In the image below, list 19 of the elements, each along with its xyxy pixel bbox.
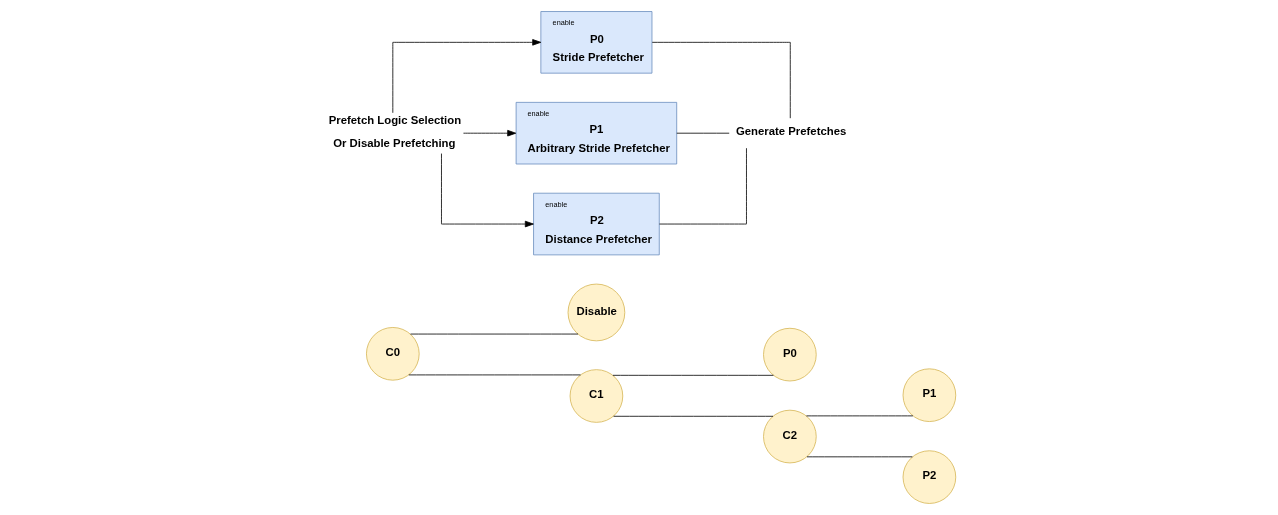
connector (659, 147, 747, 225)
node-text: Prefetch Logic Selection Or Disable Prefetching (328, 114, 462, 150)
node-circle: Disable (567, 283, 626, 342)
arrow (463, 129, 517, 137)
node-text: Generate Prefetches (735, 125, 847, 138)
node-circle: C0 (366, 327, 420, 381)
connector (613, 415, 774, 417)
node-circle: C2 (763, 409, 817, 464)
node-circle: P1 (902, 368, 957, 422)
node-circle: P0 (763, 327, 817, 382)
connector (612, 374, 774, 376)
connector (651, 41, 791, 119)
node-circle: C1 (569, 369, 624, 423)
node-box: enable P1 Arbitrary Stride Prefetcher (515, 101, 678, 165)
arrow (392, 39, 542, 114)
node-box: enable P2 Distance Prefetcher (533, 192, 660, 256)
node-box: enable P0 Stride Prefetcher (540, 11, 653, 74)
node-circle: P2 (902, 450, 957, 504)
arrow (441, 153, 534, 228)
